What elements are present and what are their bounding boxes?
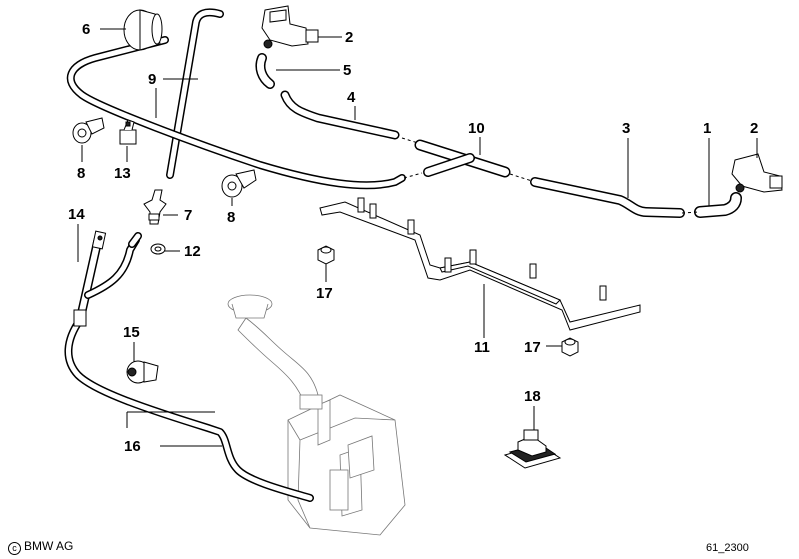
callout-4: 4: [347, 89, 356, 106]
bracket-11: [319, 197, 641, 331]
diagram-number: 61_2300: [706, 542, 749, 554]
callout-6: 6: [82, 21, 90, 38]
callout-5: 5: [343, 62, 351, 79]
leader-lines: [77, 28, 758, 447]
nut-17-right: [561, 337, 579, 357]
callout-12: 12: [184, 243, 201, 260]
connector-12: [150, 243, 166, 255]
callout-3: 3: [622, 120, 630, 137]
t-connector-10: [401, 137, 699, 214]
callout-8-left: 8: [77, 165, 85, 182]
clip-18: [503, 429, 562, 469]
callout-17-right: 17: [524, 339, 541, 356]
check-valve-7: [143, 189, 167, 225]
callout-17-left: 17: [316, 285, 333, 302]
copyright-symbol: c: [8, 542, 21, 555]
callout-16: 16: [124, 438, 141, 455]
copyright-text: BMW AG: [24, 539, 74, 553]
callout-14: 14: [68, 206, 85, 223]
hoses: [64, 8, 742, 502]
clip-8-left: [72, 117, 105, 144]
callout-15: 15: [123, 324, 140, 341]
nut-17-left: [317, 245, 335, 265]
callout-8-mid: 8: [227, 209, 235, 226]
callout-1: 1: [703, 120, 711, 137]
valve-2-right: [731, 153, 783, 193]
callouts: 6 2 5 9 4 10 3 1 2 8 13 8 7 14 12 17 15 …: [68, 21, 758, 455]
callout-13: 13: [114, 165, 131, 182]
nozzle-14: [73, 230, 142, 327]
clip-13: [119, 119, 137, 145]
callout-2-right: 2: [750, 120, 758, 137]
callout-7: 7: [184, 207, 192, 224]
callout-9: 9: [148, 71, 156, 88]
callout-10: 10: [468, 120, 485, 137]
valve-2-top: [261, 5, 319, 49]
callout-11: 11: [474, 339, 490, 356]
callout-2-top: 2: [345, 29, 353, 46]
clip-15: [126, 360, 159, 384]
vacuum-reservoir-6: [123, 9, 163, 51]
washer-reservoir: [227, 294, 406, 536]
callout-18: 18: [524, 388, 541, 405]
clip-8-mid: [221, 169, 257, 198]
